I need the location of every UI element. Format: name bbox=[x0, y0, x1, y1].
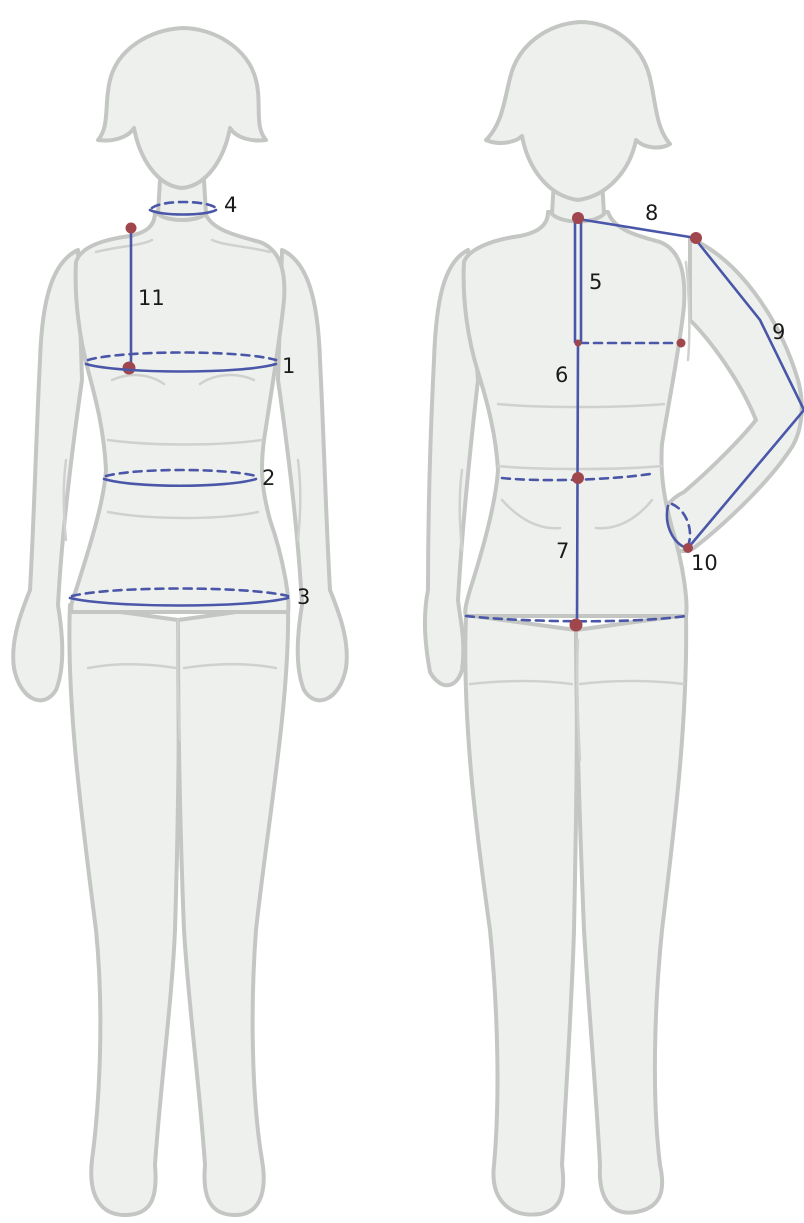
shoulder-end-point bbox=[690, 232, 702, 244]
back-right-leg bbox=[576, 615, 686, 1213]
back-waist-point bbox=[572, 472, 584, 484]
front-left-leg bbox=[69, 605, 178, 1215]
front-head bbox=[98, 28, 266, 188]
label-10: 10 bbox=[691, 551, 718, 575]
label-1: 1 bbox=[282, 354, 295, 378]
label-7: 7 bbox=[556, 539, 569, 563]
label-4: 4 bbox=[224, 193, 237, 217]
front-figure bbox=[13, 28, 347, 1215]
back-left-leg bbox=[465, 615, 577, 1215]
label-3: 3 bbox=[297, 585, 310, 609]
back-head bbox=[486, 22, 670, 200]
front-right-leg bbox=[178, 605, 288, 1215]
label-6: 6 bbox=[555, 363, 568, 387]
blade-point-left bbox=[575, 340, 582, 347]
back-hip-point bbox=[570, 619, 583, 632]
label-2: 2 bbox=[262, 466, 275, 490]
neck-base-point bbox=[572, 212, 584, 224]
shoulder-point bbox=[126, 223, 137, 234]
bust-point bbox=[123, 362, 136, 375]
label-9: 9 bbox=[772, 320, 785, 344]
front-torso bbox=[71, 212, 288, 612]
label-8: 8 bbox=[645, 201, 658, 225]
label-5: 5 bbox=[589, 270, 602, 294]
blade-point-right bbox=[677, 339, 686, 348]
label-11: 11 bbox=[138, 286, 165, 310]
